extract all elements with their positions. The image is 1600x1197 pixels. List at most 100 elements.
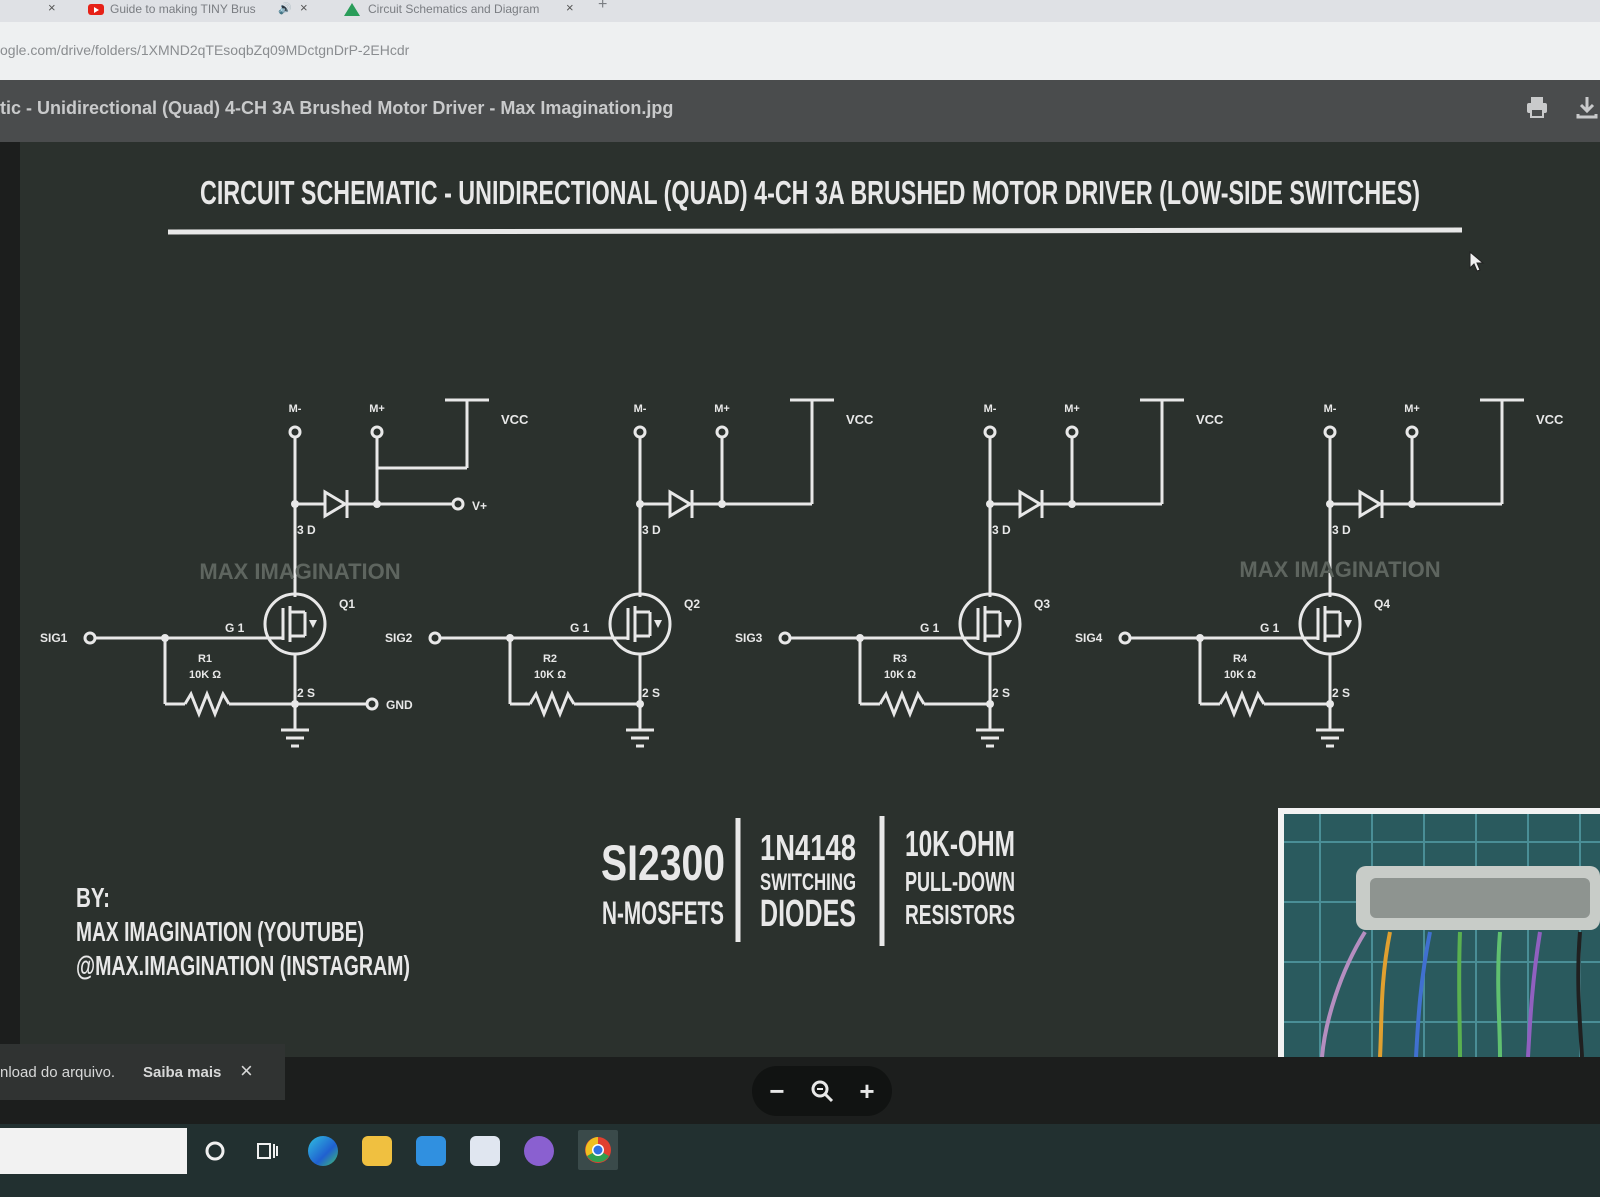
mosfet-part-number: SI2300 [601,835,725,891]
url-text: ogle.com/drive/folders/1XMND2qTEsoqbZq09… [0,42,410,58]
zoom-in-button[interactable]: + [859,1076,875,1106]
learn-more-link[interactable]: Saiba mais [143,1064,222,1081]
vcc-label: VCC [501,412,529,427]
new-tab-button[interactable]: + [598,0,608,13]
drain-pin-label: 3 D [1332,523,1351,537]
diode-type-2: DIODES [760,893,856,935]
motor-minus-label: M- [289,403,302,415]
taskbar [0,1124,1600,1197]
vplus-label: V+ [472,499,487,513]
drain-pin-label: 3 D [297,523,316,537]
diode-part-number: 1N4148 [760,827,856,868]
credits-youtube: MAX IMAGINATION (YOUTUBE) [76,916,364,947]
motor-minus-terminal [983,425,997,439]
tab-previous[interactable]: × [40,0,70,22]
signal-terminal [83,631,97,645]
motor-minus-terminal [1323,425,1337,439]
junction-dot [1068,500,1076,508]
schematic-svg: CIRCUIT SCHEMATIC - UNIDIRECTIONAL (QUAD… [40,174,1600,1057]
tab-close-icon[interactable]: × [300,2,308,15]
zoom-controls: − + [752,1066,892,1116]
schematic-image: CIRCUIT SCHEMATIC - UNIDIRECTIONAL (QUAD… [20,142,1600,1057]
motor-minus-terminal [288,425,302,439]
mosfet-diode [654,620,662,628]
mosfet-label: Q2 [684,597,700,611]
resistor-label: R4 [1233,653,1248,665]
audio-icon[interactable]: 🔊 [278,3,292,15]
file-explorer-icon[interactable] [362,1136,392,1166]
vcc-label: VCC [1196,412,1224,427]
tab-drive-schematics[interactable]: Circuit Schematics and Diagram × [344,2,584,24]
gnd-terminal [365,697,379,711]
source-pin-label: 2 S [642,686,660,700]
notification-text: nload do arquivo. [0,1064,116,1081]
motor-plus-terminal [1065,425,1079,439]
drain-pin-label: 3 D [642,523,661,537]
mosfet-symbol [263,592,327,656]
download-icon[interactable] [1574,94,1600,120]
mosfet-label: Q4 [1374,597,1390,611]
diode-symbol [668,489,693,519]
taskbar-search-box[interactable] [0,1128,187,1174]
vplus-terminal [451,497,465,511]
close-icon[interactable]: × [240,1058,253,1083]
mosfet-symbol [958,592,1022,656]
junction-dot [291,700,299,708]
schematic-title: CIRCUIT SCHEMATIC - UNIDIRECTIONAL (QUAD… [200,174,1420,211]
gate-pin-label: G 1 [920,621,940,635]
vcc-label: VCC [1536,412,1564,427]
resistor-type-1: PULL-DOWN [905,866,1015,897]
mosfet-diode [1344,620,1352,628]
junction-dot [373,500,381,508]
gate-pin-label: G 1 [570,621,590,635]
chrome-logo [585,1137,611,1163]
motor-plus-terminal [370,425,384,439]
junction-dot [291,500,299,508]
resistor-symbol [183,689,231,719]
credits-by: BY: [76,882,110,913]
zoom-out-button[interactable]: − [769,1076,785,1106]
credits-instagram: @MAX.IMAGINATION (INSTAGRAM) [76,950,410,981]
youtube-icon [88,4,104,16]
chrome-icon[interactable] [578,1130,618,1170]
zoom-magnifier-icon[interactable] [807,1076,837,1106]
junction-dot [1408,500,1416,508]
signal-terminal [1118,631,1132,645]
motor-plus-terminal [715,425,729,439]
resistor-value-label: 10K Ω [1224,669,1256,681]
tab-close-icon[interactable]: × [48,0,56,15]
google-drive-icon [344,3,360,17]
watermark: MAX IMAGINATION [199,559,400,584]
browser-tab-bar: × Guide to making TINY Brus 🔊 × Circuit … [0,0,1600,22]
mail-icon[interactable] [416,1136,446,1166]
store-icon[interactable] [470,1136,500,1166]
signal-label: SIG3 [735,631,763,645]
tab-label: Circuit Schematics and Diagram [368,2,540,16]
motor-plus-label: M+ [369,403,385,415]
tab-label: Guide to making TINY Brus [110,2,256,16]
resistor-value-label: 10K Ω [189,669,221,681]
motor-plus-label: M+ [1404,403,1420,415]
junction-dot [986,500,994,508]
tab-close-icon[interactable]: × [566,2,574,15]
resistor-value-label: 10K Ω [884,669,916,681]
tab-youtube-guide[interactable]: Guide to making TINY Brus 🔊 × [88,2,318,24]
source-pin-label: 2 S [297,686,315,700]
source-pin-label: 2 S [992,686,1010,700]
viewer-toolbar: tic - Unidirectional (Quad) 4-CH 3A Brus… [0,80,1600,142]
watermark: MAX IMAGINATION [1239,557,1440,582]
github-icon[interactable] [524,1136,554,1166]
signal-terminal [778,631,792,645]
edge-icon[interactable] [308,1136,338,1166]
download-notification: nload do arquivo. Saiba mais × [0,1044,285,1100]
diode-symbol [323,489,348,519]
gnd-label: GND [386,698,413,712]
motor-minus-label: M- [984,403,997,415]
cortana-icon[interactable] [200,1136,230,1166]
motor-minus-label: M- [1324,403,1337,415]
task-view-icon[interactable] [252,1136,282,1166]
address-bar[interactable]: ogle.com/drive/folders/1XMND2qTEsoqbZq09… [0,22,1600,80]
resistor-symbol [1218,689,1266,719]
printer-icon[interactable] [1524,94,1550,120]
junction-dot [636,500,644,508]
